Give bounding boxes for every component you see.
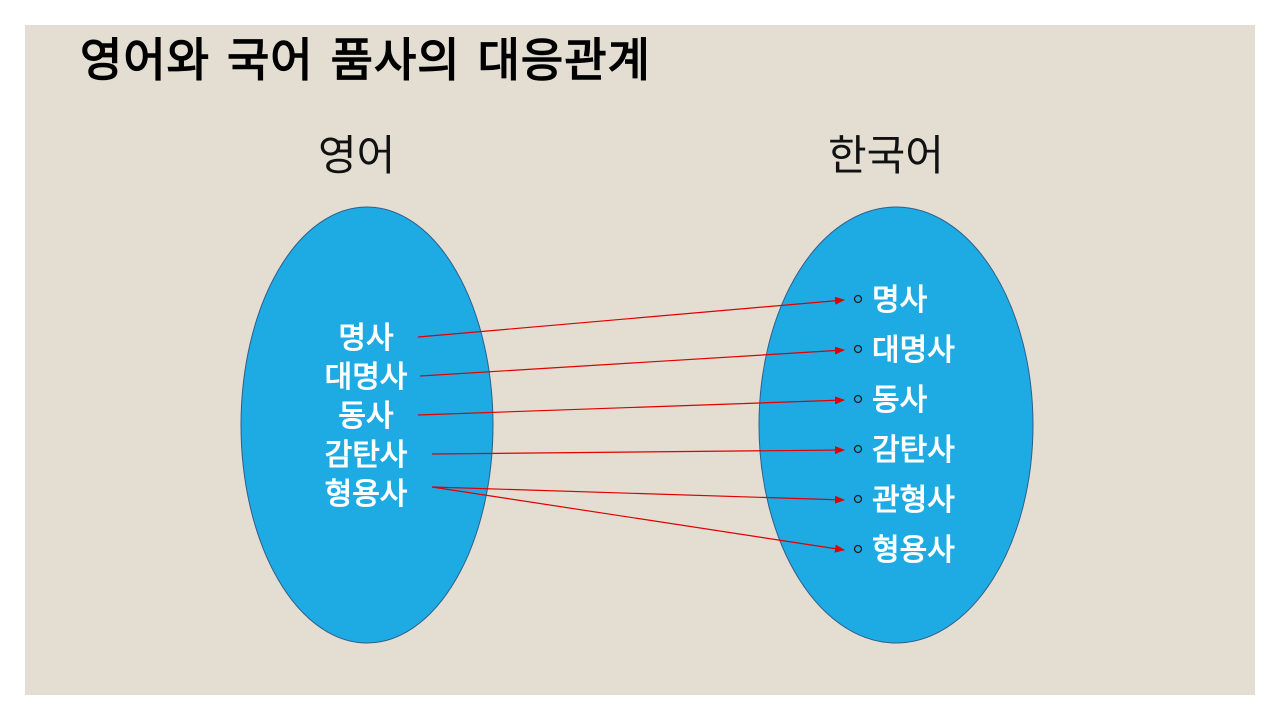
english-word-0: 명사 — [338, 321, 394, 356]
english-set-ellipse — [240, 206, 494, 644]
mapping-arrow-3 — [431, 446, 845, 455]
english-word-3: 감탄사 — [325, 438, 408, 473]
english-word-2: 동사 — [338, 399, 394, 434]
korean-word-0: 명사 — [872, 283, 928, 318]
mapping-arrow-0 — [417, 296, 845, 338]
english-heading: 영어 — [318, 131, 396, 180]
mapping-arrow-2 — [417, 396, 845, 416]
bullet-icon — [853, 544, 863, 554]
korean-word-2: 동사 — [872, 383, 928, 418]
slide-background — [25, 25, 1255, 695]
korean-word-5: 형용사 — [872, 533, 955, 568]
mapping-arrow-5 — [431, 486, 845, 553]
mapping-arrow-1 — [419, 346, 845, 377]
bullet-icon — [853, 494, 863, 504]
bullet-icon — [853, 394, 863, 404]
mapping-arrows — [417, 296, 845, 553]
bullet-icon — [853, 444, 863, 454]
bullet-icon — [853, 344, 863, 354]
english-word-4: 형용사 — [325, 477, 408, 512]
korean-word-1: 대명사 — [872, 333, 955, 368]
korean-heading: 한국어 — [828, 131, 944, 180]
korean-word-3: 감탄사 — [872, 433, 955, 468]
english-word-1: 대명사 — [325, 360, 408, 395]
korean-word-4: 관형사 — [872, 483, 955, 518]
bullet-icon — [853, 294, 863, 304]
page-title: 영어와 국어 품사의 대응관계 — [80, 33, 651, 87]
mapping-arrow-4 — [431, 486, 845, 504]
korean-set-ellipse — [758, 206, 1034, 644]
